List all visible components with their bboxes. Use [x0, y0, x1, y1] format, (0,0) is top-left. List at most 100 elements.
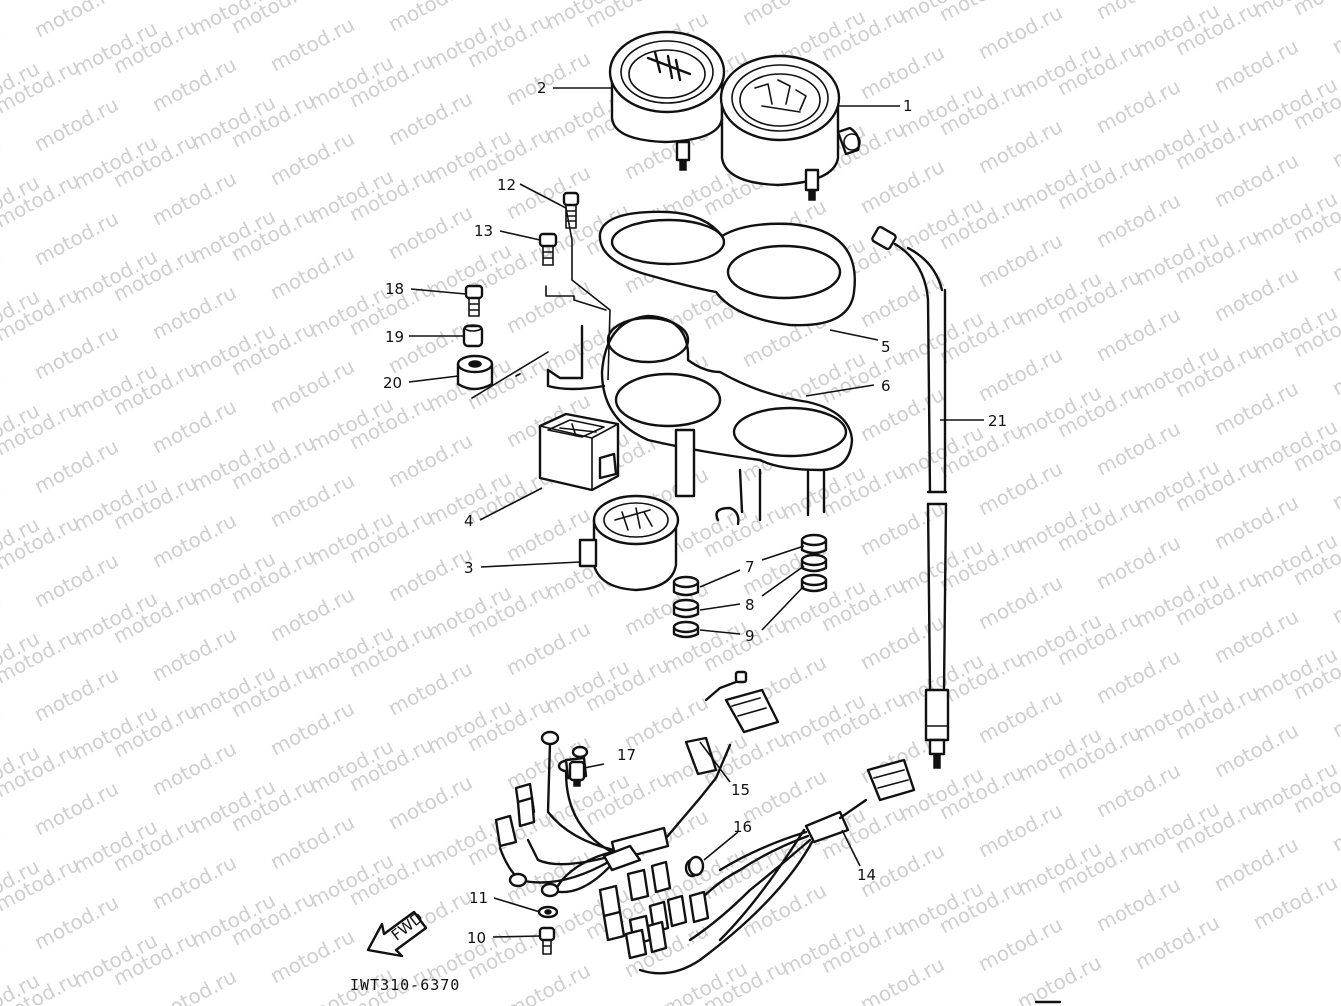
watermark-text: motod.ru — [856, 496, 948, 560]
label-part-17: 17 — [617, 746, 636, 764]
watermark-text: motod.ru — [30, 92, 122, 156]
label-part-10: 10 — [467, 929, 486, 947]
watermark-text: motod.ru — [856, 40, 948, 104]
watermark-text: motod.ru — [1328, 0, 1341, 58]
watermark-text: motod.ru — [266, 924, 358, 988]
watermark-text: motod.ru — [384, 542, 476, 606]
watermark-text: motod.ru — [1092, 188, 1184, 252]
watermark-text: motod.ru — [1210, 34, 1302, 98]
part-4-indicator-box — [538, 412, 620, 492]
watermark-text: motod.ru — [502, 616, 594, 680]
watermark-text: motod.ru — [0, 510, 83, 574]
watermark-text: motod.ru — [148, 52, 240, 116]
watermark-text: motod.ru — [148, 736, 240, 800]
part-number-labels: 2 1 12 13 18 19 20 5 6 21 4 3 7 8 9 17 1… — [383, 79, 1007, 947]
watermark-text: motod.ru — [974, 798, 1066, 862]
part-18-screw — [464, 284, 484, 317]
label-part-21: 21 — [988, 412, 1007, 430]
part-3-small-gauge — [578, 494, 680, 592]
label-part-14: 14 — [857, 866, 876, 884]
watermark-text: motod.ru — [30, 662, 122, 726]
part-7-8-9-fastener-stacks — [672, 533, 828, 639]
watermark-text: motod.ru — [266, 240, 358, 304]
part-19-spacer — [462, 324, 484, 348]
watermark-text: motod.ru — [1210, 718, 1302, 782]
watermark-text: motod.ru — [974, 114, 1066, 178]
diagram-code: IWT310-6370 — [350, 976, 460, 994]
watermark-text: motod.ru — [148, 622, 240, 686]
watermark-text: motod.ru — [148, 508, 240, 572]
watermark-text: motod.ru — [856, 952, 948, 1006]
watermark-text: motod.ru — [266, 468, 358, 532]
watermark-text: motod.ru — [1092, 416, 1184, 480]
watermark-text: motod.ru — [502, 958, 594, 1006]
watermark-text: motod.ru — [1210, 604, 1302, 668]
watermark-text: motod.ru — [0, 624, 83, 688]
watermark-text: motod.ru — [148, 964, 240, 1006]
part-12-screw — [562, 191, 580, 229]
watermark-text: motod.ru — [856, 610, 948, 674]
label-part-16: 16 — [733, 818, 752, 836]
watermark-text: motod.ru — [1092, 302, 1184, 366]
watermark-text: motod.ru — [974, 456, 1066, 520]
watermark-text: motod.ru — [266, 582, 358, 646]
watermark-text: motod.ru — [384, 656, 476, 720]
label-part-4: 4 — [464, 512, 474, 530]
watermark-text: motod.ru — [1131, 910, 1223, 974]
label-part-3: 3 — [464, 559, 474, 577]
label-part-9: 9 — [745, 627, 755, 645]
watermark-text: motod.ru — [30, 434, 122, 498]
label-part-6: 6 — [881, 377, 891, 395]
label-part-15: 15 — [731, 781, 750, 799]
label-part-8: 8 — [745, 596, 755, 614]
watermark-text: motod.ru — [384, 86, 476, 150]
watermark-text: motod.ru — [1092, 758, 1184, 822]
watermark-text: motod.ru — [1092, 872, 1184, 936]
watermark-text: motod.ru — [30, 890, 122, 954]
mount-reference-line — [471, 351, 549, 399]
label-part-2: 2 — [537, 79, 547, 97]
part-10-screw — [538, 926, 556, 955]
watermark-text: motod.ru — [974, 0, 1066, 64]
watermark-text: motod.ru — [1092, 530, 1184, 594]
watermark-text: motod.ru — [148, 166, 240, 230]
label-part-12: 12 — [497, 176, 516, 194]
part-17-bulb-socket — [568, 760, 586, 787]
watermark-text: motod.ru — [266, 354, 358, 418]
watermark-text: motod.ru — [1210, 376, 1302, 440]
part-20-grommet — [456, 354, 494, 391]
watermark-text: motod.ru — [974, 912, 1066, 976]
leader-lines — [408, 87, 984, 938]
watermark-text: motod.ru — [148, 850, 240, 914]
watermark-text: motod.ru — [266, 696, 358, 760]
watermark-text: motod.ru — [30, 776, 122, 840]
watermark-text: motod.ru — [1013, 950, 1105, 1006]
watermark-text: motod.ru — [384, 200, 476, 264]
watermark-text: motod.ru — [1092, 644, 1184, 708]
part-1-speedometer — [719, 54, 861, 201]
watermark-text: motod.ru — [856, 154, 948, 218]
label-part-19: 19 — [385, 328, 404, 346]
watermark-text: motod.ru — [148, 394, 240, 458]
watermark-text: motod.ru — [974, 228, 1066, 292]
watermark-text: motod.ru — [148, 280, 240, 344]
watermark-text: motod.ru — [266, 810, 358, 874]
watermark-text: motod.ru — [974, 570, 1066, 634]
watermark-text: motod.ru — [0, 852, 83, 916]
watermark-text: motod.ru — [974, 684, 1066, 748]
watermark-text: motod.ru — [0, 738, 83, 802]
watermark-text: motod.ru — [974, 342, 1066, 406]
part-14-wire-harness — [598, 758, 916, 975]
watermark-text: motod.ru — [0, 54, 83, 118]
label-part-20: 20 — [383, 374, 402, 392]
label-part-13: 13 — [474, 222, 493, 240]
watermark-text: motod.ru — [502, 46, 594, 110]
watermark-text: motod.ru — [384, 770, 476, 834]
watermark-text: motod.ru — [30, 0, 122, 42]
part-21-speedo-cable — [871, 225, 950, 769]
watermark-text: motod.ru — [266, 126, 358, 190]
part-16-bulb — [687, 855, 705, 877]
watermark-text: motod.ru — [1092, 74, 1184, 138]
watermark-text: motod.ru — [0, 168, 83, 232]
